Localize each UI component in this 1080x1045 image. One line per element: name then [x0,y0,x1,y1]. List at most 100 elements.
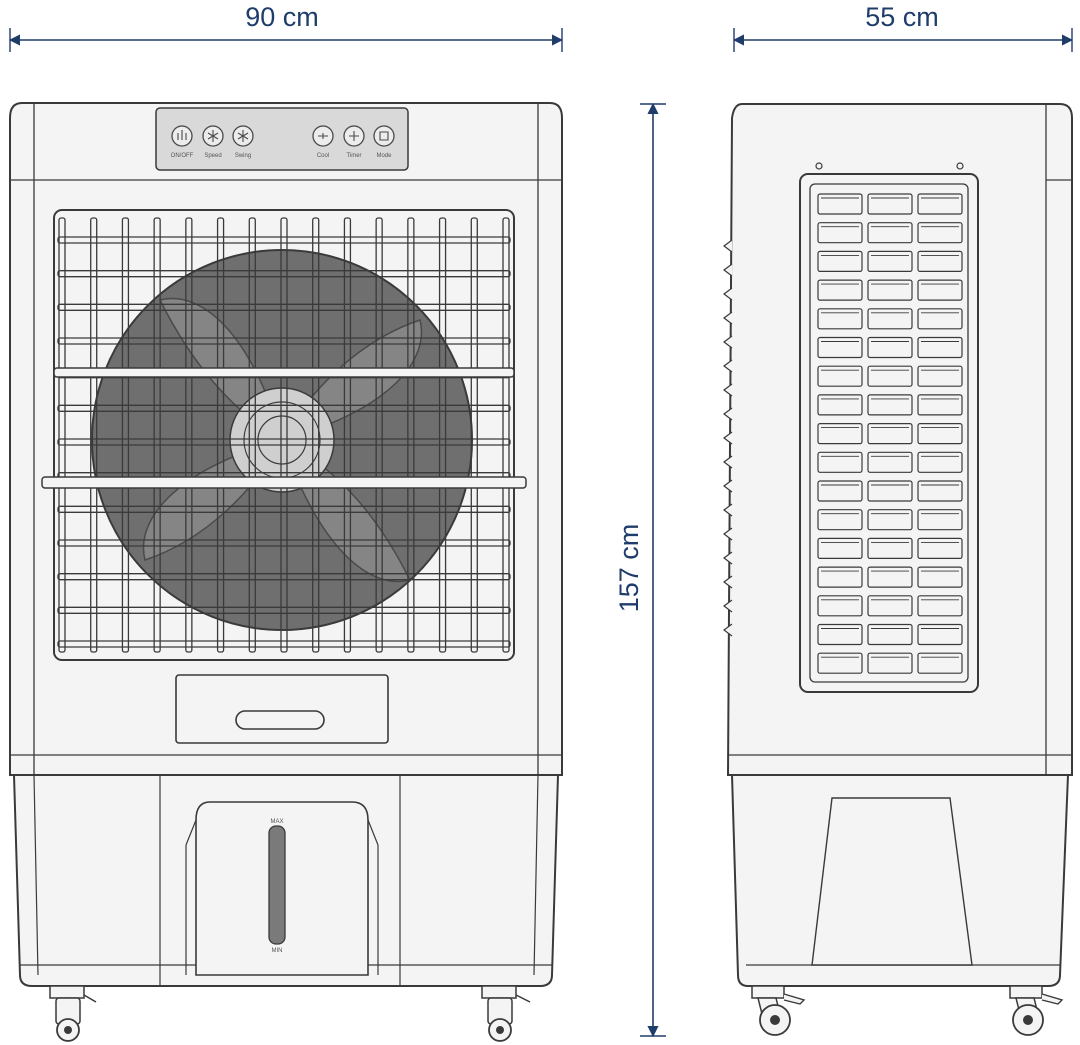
vent-slot [917,308,963,330]
vent-slot [867,595,913,617]
vent-slot [867,394,913,416]
fan-hub [229,387,335,493]
vent-slot [867,423,913,445]
fan-speed-icon [207,130,219,142]
grille-horizontal-bar [57,505,511,513]
panel-button-swing[interactable]: Swing [232,125,254,159]
vent-slot [817,480,863,502]
vent-slot [817,509,863,531]
side-rib [723,383,733,397]
grille-horizontal-bar [57,303,511,311]
vent-slot [817,652,863,674]
depth-dimension: 55 cm [732,2,1074,52]
power-icon [177,130,187,140]
vent-slot [867,365,913,387]
side-rib [723,239,733,253]
side-rib [723,407,733,421]
side-view [723,103,1073,1036]
grille-vertical-bar [90,217,98,653]
grille-vertical-bar [58,217,66,653]
panel-button-on-off[interactable]: ON/OFF [171,125,194,159]
control-panel [155,107,409,171]
grille-horizontal-bar [57,606,511,614]
side-screw-right [956,162,964,170]
vent-slot [817,537,863,560]
vent-slot [917,652,963,674]
grille-vertical-bar [185,217,193,653]
vent-slot [817,193,863,215]
panel-button-label: Cool [317,153,329,159]
depth-label: 55 cm [865,2,939,32]
panel-button-speed[interactable]: Speed [202,125,224,159]
side-rib [723,599,733,613]
timer-icon [349,131,359,141]
panel-button-timer[interactable]: Timer [343,125,365,159]
grille-vertical-bar [407,217,415,653]
side-rib [723,575,733,589]
side-rib [723,527,733,541]
front-door-handle [235,710,325,730]
side-caster-right [1009,985,1064,1036]
side-vent-slots [817,193,963,674]
vent-slot [817,394,863,416]
panel-button-label: Mode [376,153,392,159]
side-rib [723,359,733,373]
side-rib [723,335,733,349]
width-label: 90 cm [245,2,319,32]
vent-slot [917,193,963,215]
snowflake-icon [237,130,249,142]
vent-slot [817,250,863,272]
side-rib [723,311,733,325]
vent-slot [817,279,863,301]
water-level-gauge [268,825,286,945]
grille-horizontal-bar [57,270,511,278]
vent-slot [817,423,863,445]
panel-button-cool[interactable]: Cool [312,125,334,159]
grille-vertical-bar [343,217,352,653]
vent-slot [917,480,963,502]
vent-slot [867,193,913,215]
grille-vertical-bar [502,217,510,653]
height-dimension: 157 cm [614,102,666,1038]
vent-slot [917,451,963,473]
vent-slot [917,250,963,272]
side-rib [723,431,733,445]
vent-slot [917,222,963,244]
vent-slot [917,509,963,531]
vent-slot [917,423,963,445]
vent-slot [917,336,963,359]
grille-vertical-bar [248,217,256,653]
vent-slot [867,308,913,330]
vent-slot [817,336,863,359]
vent-slot [917,566,963,588]
fan-assembly [91,249,473,631]
vent-slot [867,250,913,272]
gauge-max-label: MAX [270,819,283,825]
grille-vertical-bar [375,217,383,653]
vent-slot [917,365,963,387]
panel-button-label: Speed [204,153,221,159]
panel-button-mode[interactable]: Mode [373,125,395,159]
side-rib [723,623,733,637]
front-grille-bars [57,217,511,653]
side-edge-ribs [723,239,733,637]
grille-vertical-bar [153,217,161,653]
grille-vertical-bar [280,217,288,653]
vent-slot [867,509,913,531]
side-rib [723,287,733,301]
grille-horizontal-bar [57,539,511,547]
vent-slot [917,394,963,416]
panel-button-label: ON/OFF [171,153,194,159]
side-screw-left [815,162,823,170]
vent-slot [817,566,863,588]
grille-vertical-bar [121,217,130,653]
grille-horizontal-bar [57,573,511,581]
side-rib [723,503,733,517]
panel-button-label: Timer [346,153,361,159]
cool-icon [318,133,328,139]
vent-slot [917,623,963,646]
side-base-recess [811,797,973,966]
grille-horizontal-bar [57,337,511,345]
